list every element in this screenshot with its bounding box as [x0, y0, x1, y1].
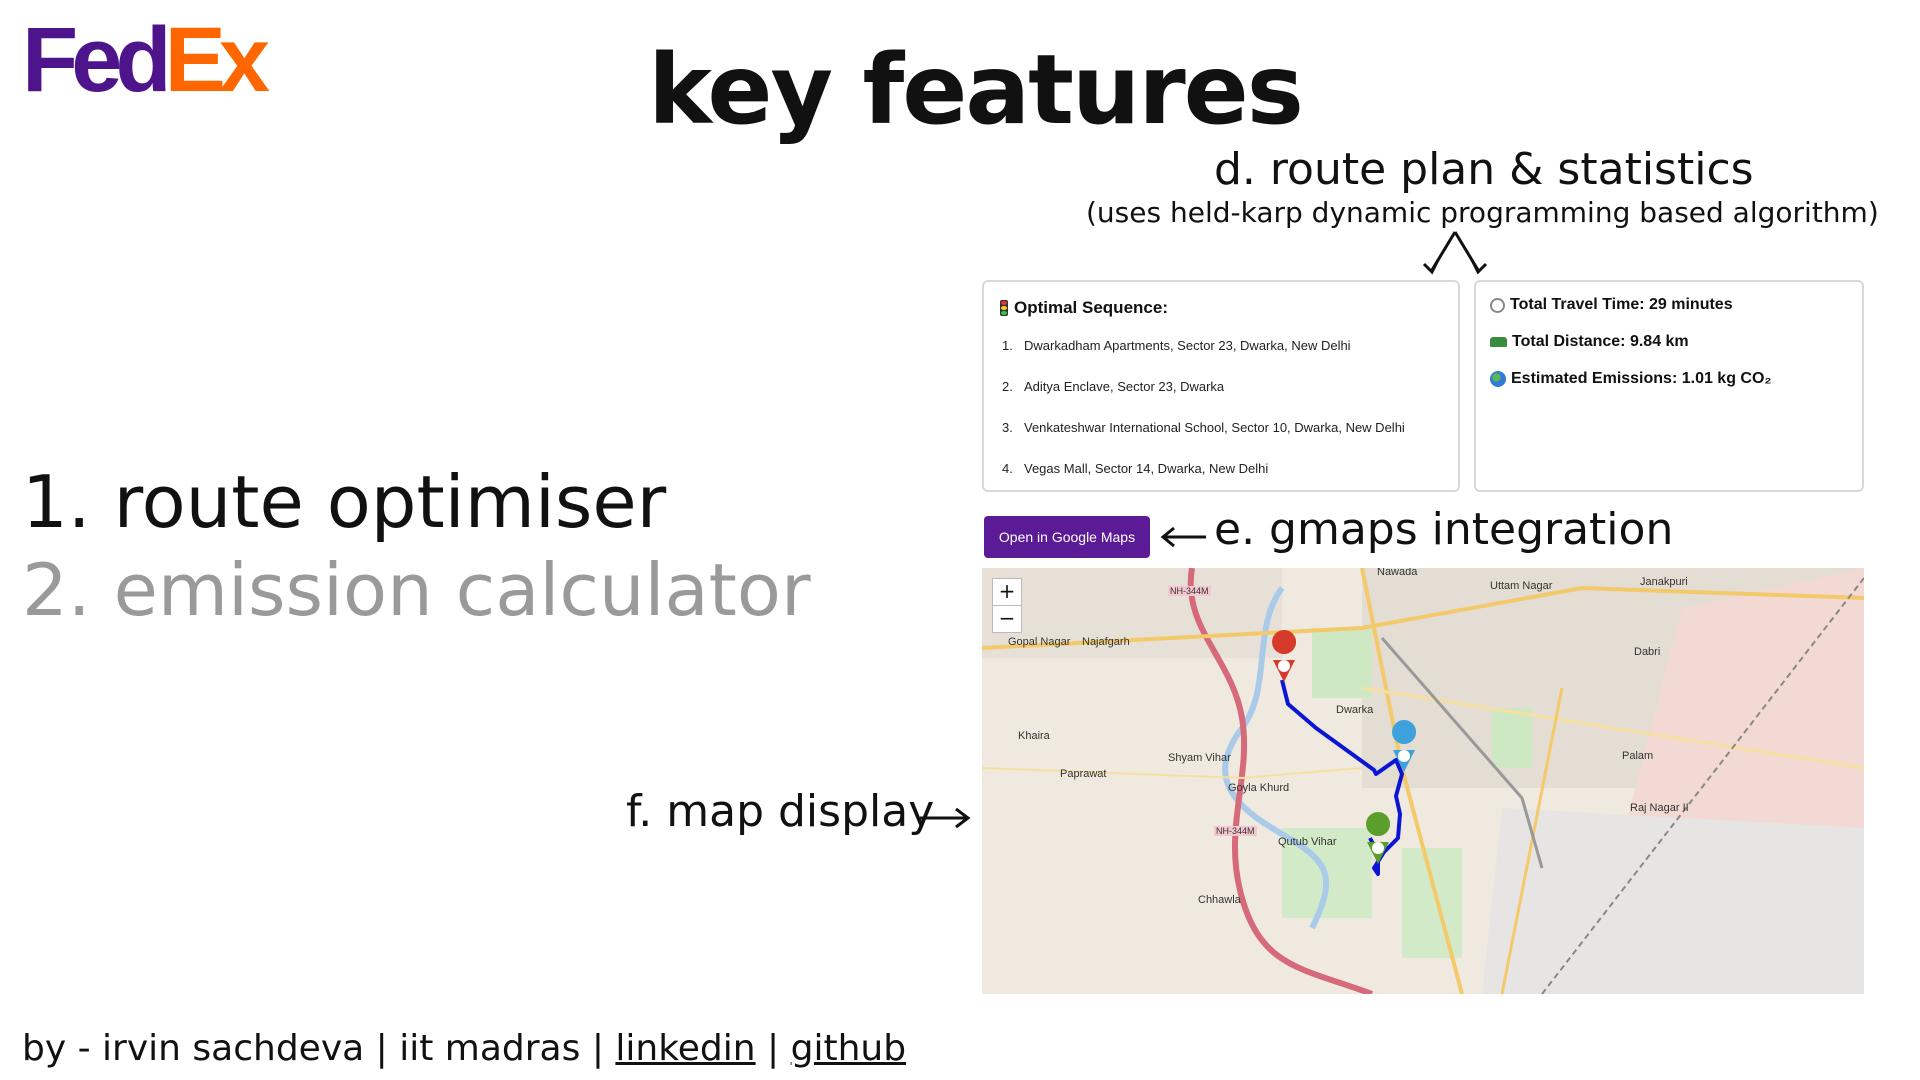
list-item: 3.Venkateshwar International School, Sec… — [1002, 420, 1405, 435]
zoom-in-button[interactable]: + — [992, 578, 1022, 606]
route-map[interactable]: + − Nawada Uttam Nagar Janakpuri Gopal N… — [982, 568, 1864, 994]
sequence-heading: Optimal Sequence: — [1000, 298, 1168, 318]
map-pin-green-icon — [1366, 812, 1391, 864]
slide-title: key features — [648, 34, 1304, 146]
highway-shield: NH-344M — [1168, 586, 1211, 596]
emissions-stat: Estimated Emissions: 1.01 kg CO₂ — [1490, 370, 1772, 388]
map-label: Najafgarh — [1082, 636, 1130, 648]
map-label: Janakpuri — [1640, 576, 1688, 588]
map-label: Gopal Nagar — [1008, 636, 1071, 648]
github-link[interactable]: github — [790, 1028, 907, 1069]
annotation-map-display: f. map display — [626, 786, 935, 837]
open-in-google-maps-button[interactable]: Open in Google Maps — [984, 516, 1150, 558]
route-statistics-card: Total Travel Time: 29 minutes Total Dist… — [1474, 280, 1864, 492]
footer-prefix: by - irvin sachdeva | iit madras | — [22, 1028, 616, 1069]
logo-ex: Ex — [164, 9, 270, 111]
map-label: Qutub Vihar — [1278, 836, 1337, 848]
map-pin-red-icon — [1272, 630, 1297, 682]
list-item: 2.Aditya Enclave, Sector 23, Dwarka — [1002, 379, 1225, 394]
arrow-right-icon — [920, 807, 971, 829]
list-item: 1.Dwarkadham Apartments, Sector 23, Dwar… — [1002, 338, 1351, 353]
fedex-logo: FedEx — [22, 14, 270, 106]
annotation-gmaps: e. gmaps integration — [1214, 504, 1674, 555]
map-label: Chhawla — [1198, 894, 1241, 906]
split-arrow-icon — [1422, 231, 1488, 275]
feature-emission-calculator: 2. emission calculator — [22, 548, 811, 632]
annotation-route-plan-subtitle: (uses held-karp dynamic programming base… — [1086, 196, 1879, 229]
map-label: Dwarka — [1336, 704, 1374, 716]
map-label: Dabri — [1634, 646, 1661, 658]
zoom-out-button[interactable]: − — [992, 605, 1022, 633]
traffic-light-icon — [1000, 300, 1008, 316]
map-label: Uttam Nagar — [1490, 580, 1553, 592]
footer-credits: by - irvin sachdeva | iit madras | linke… — [22, 1028, 906, 1069]
map-label: Khaira — [1018, 730, 1050, 742]
footer-separator: | — [755, 1028, 791, 1069]
distance-stat: Total Distance: 9.84 km — [1490, 333, 1689, 351]
annotation-route-plan: d. route plan & statistics — [1214, 144, 1754, 195]
map-label: Nawada — [1377, 568, 1418, 578]
sequence-heading-label: Optimal Sequence: — [1014, 298, 1168, 317]
car-icon — [1490, 337, 1507, 347]
stopwatch-icon — [1490, 297, 1505, 313]
list-item: 4.Vegas Mall, Sector 14, Dwarka, New Del… — [1002, 461, 1269, 476]
linkedin-link[interactable]: linkedin — [615, 1028, 756, 1069]
map-label: Goyla Khurd — [1228, 782, 1290, 794]
map-label: Paprawat — [1060, 768, 1107, 780]
optimal-sequence-card: Optimal Sequence: 1.Dwarkadham Apartment… — [982, 280, 1460, 492]
globe-icon — [1490, 371, 1506, 387]
arrow-left-icon — [1160, 526, 1206, 548]
feature-route-optimiser: 1. route optimiser — [22, 460, 667, 544]
map-label: Raj Nagar II — [1630, 802, 1689, 814]
highway-shield: NH-344M — [1214, 826, 1257, 836]
map-label: Palam — [1622, 750, 1654, 762]
map-tiles — [982, 568, 1864, 994]
logo-fed: Fed — [22, 9, 172, 111]
map-pin-blue-icon — [1392, 720, 1417, 772]
travel-time-stat: Total Travel Time: 29 minutes — [1490, 296, 1733, 314]
feature-list: 1. route optimiser 2. emission calculato… — [22, 458, 811, 634]
map-label: Shyam Vihar — [1168, 752, 1231, 764]
